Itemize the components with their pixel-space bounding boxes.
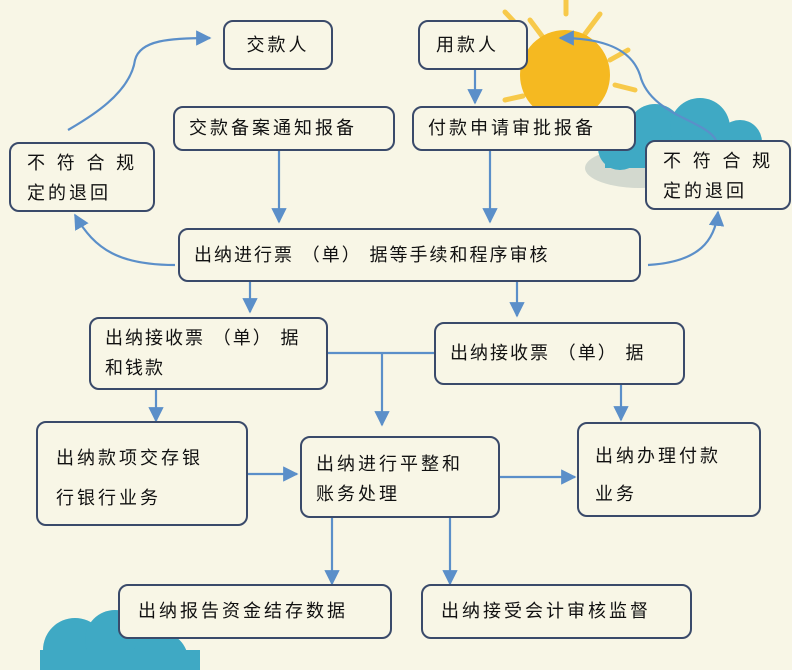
bank-deposit-line2: 行银行业务 xyxy=(56,479,246,519)
payment-box: 出纳办理付款 业务 xyxy=(577,422,761,517)
reject-left-line2: 定的退回 xyxy=(27,179,153,209)
reject-right-line1: 不 符 合 规 xyxy=(663,147,789,177)
receive-bill-box: 出纳接收票 （单） 据 xyxy=(434,322,685,385)
deposit-notice-box: 交款备案通知报备 xyxy=(173,106,395,151)
payment-request-box: 付款申请审批报备 xyxy=(412,106,636,151)
reject-left-box: 不 符 合 规 定的退回 xyxy=(9,142,155,212)
user-box: 用款人 xyxy=(418,20,528,70)
report-box: 出纳报告资金结存数据 xyxy=(118,584,392,639)
cashier-review-label: 出纳进行票 （单） 据等手续和程序审核 xyxy=(194,241,639,271)
report-label: 出纳报告资金结存数据 xyxy=(138,597,390,627)
connector-arrow xyxy=(75,215,175,265)
payment-request-label: 付款申请审批报备 xyxy=(428,114,634,144)
receive-money-line1: 出纳接收票 （单） 据 xyxy=(105,324,326,354)
deposit-notice-label: 交款备案通知报备 xyxy=(189,114,393,144)
audit-label: 出纳接受会计审核监督 xyxy=(441,597,690,627)
receive-bill-label: 出纳接收票 （单） 据 xyxy=(450,339,683,369)
payer-box: 交款人 xyxy=(223,20,333,70)
audit-box: 出纳接受会计审核监督 xyxy=(421,584,692,639)
receive-money-box: 出纳接收票 （单） 据 和钱款 xyxy=(89,317,328,390)
bank-deposit-box: 出纳款项交存银 行银行业务 xyxy=(36,421,248,526)
balance-line1: 出纳进行平整和 xyxy=(316,450,498,480)
balance-line2: 账务处理 xyxy=(316,480,498,510)
connector-arrow xyxy=(648,212,718,265)
user-label: 用款人 xyxy=(436,31,526,61)
balance-box: 出纳进行平整和 账务处理 xyxy=(300,436,500,518)
payer-label: 交款人 xyxy=(225,31,331,61)
reject-left-line1: 不 符 合 规 xyxy=(27,149,153,179)
payment-line1: 出纳办理付款 xyxy=(595,438,759,476)
reject-right-box: 不 符 合 规 定的退回 xyxy=(645,140,791,210)
cashier-review-box: 出纳进行票 （单） 据等手续和程序审核 xyxy=(178,228,641,282)
receive-money-line2: 和钱款 xyxy=(105,354,326,384)
payment-line2: 业务 xyxy=(595,476,759,514)
bank-deposit-line1: 出纳款项交存银 xyxy=(56,439,246,479)
reject-right-line2: 定的退回 xyxy=(663,177,789,207)
